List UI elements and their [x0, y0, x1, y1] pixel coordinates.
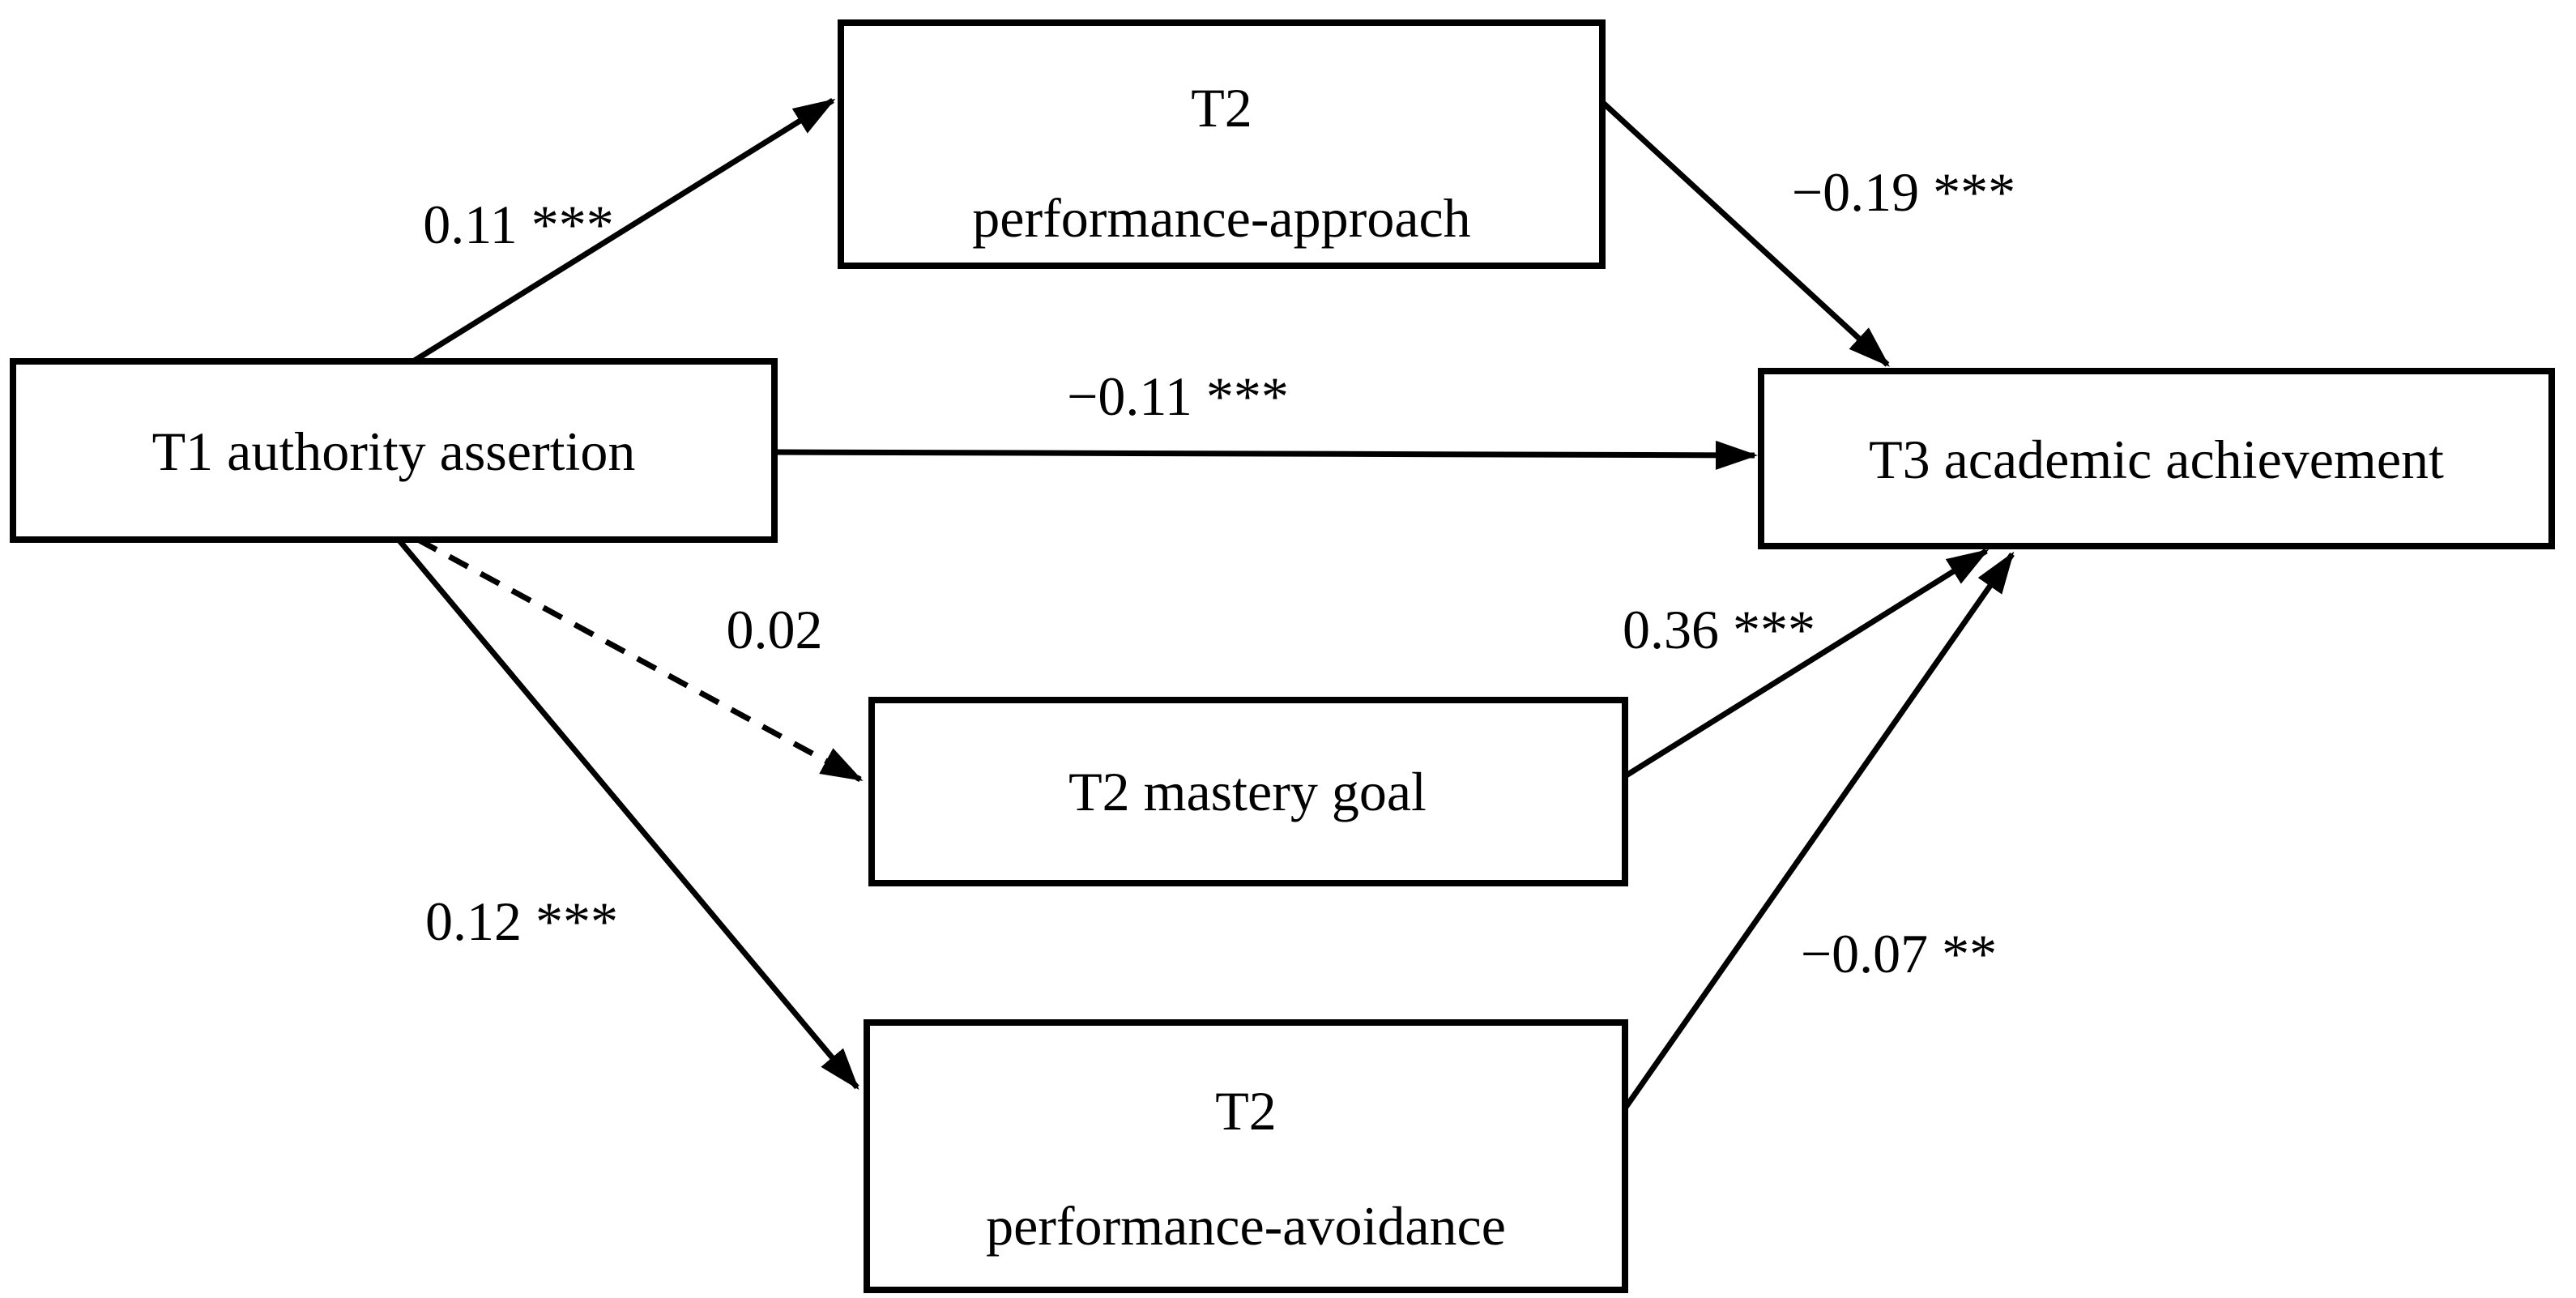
- node-t1-authority-assertion-box: [10, 358, 778, 543]
- node-t2-mastery-goal-label: T2 mastery goal: [1068, 761, 1427, 822]
- coefficient-t1-to-performance-approach: 0.11 ***: [423, 194, 613, 255]
- coefficient-performance-approach-to-t3: −0.19 ***: [1792, 161, 2015, 223]
- node-t2-performance-avoidance-label-line1: T2: [1215, 1080, 1277, 1142]
- node-t2-performance-approach-label-line2: performance-approach: [972, 187, 1470, 249]
- node-t2-mastery-goal-box: [868, 697, 1628, 886]
- edge-t1-to-performance-avoidance: [396, 537, 859, 1091]
- node-t2-performance-approach-box: [838, 19, 1606, 269]
- node-t2-performance-approach: T2 performance-approach: [838, 19, 1606, 269]
- edge-performance-avoidance-to-t3: [1623, 551, 2015, 1111]
- node-t1-authority-assertion: T1 authority assertion: [10, 358, 778, 543]
- node-t1-authority-assertion-label: T1 authority assertion: [152, 421, 636, 482]
- edge-mastery-goal-to-t3: [1623, 549, 1990, 779]
- node-t2-performance-avoidance: T2 performance-avoidance: [864, 1019, 1628, 1293]
- coefficient-mastery-goal-to-t3: 0.36 ***: [1623, 599, 1815, 660]
- coefficient-t1-to-mastery-goal: 0.02: [727, 599, 823, 660]
- edge-t1-to-t3-direct: [774, 440, 1758, 470]
- node-t3-academic-achievement-box: [1758, 368, 2555, 549]
- node-t2-performance-avoidance-label-line2: performance-avoidance: [986, 1195, 1506, 1257]
- node-t3-academic-achievement: T3 academic achievement: [1758, 368, 2555, 549]
- node-t2-mastery-goal: T2 mastery goal: [868, 697, 1628, 886]
- node-t2-performance-approach-label-line1: T2: [1191, 77, 1252, 139]
- node-t2-performance-avoidance-box: [864, 1019, 1628, 1293]
- node-t3-academic-achievement-label: T3 academic achievement: [1869, 429, 2444, 490]
- coefficient-t1-to-performance-avoidance: 0.12 ***: [425, 890, 618, 952]
- edge-t1-to-mastery-goal: [416, 536, 864, 783]
- coefficient-t1-to-t3-direct: −0.11 ***: [1067, 365, 1289, 427]
- edge-performance-approach-to-t3: [1600, 100, 1890, 367]
- edge-t1-to-performance-approach: [412, 98, 836, 364]
- coefficient-performance-avoidance-to-t3: −0.07 **: [1801, 923, 1997, 984]
